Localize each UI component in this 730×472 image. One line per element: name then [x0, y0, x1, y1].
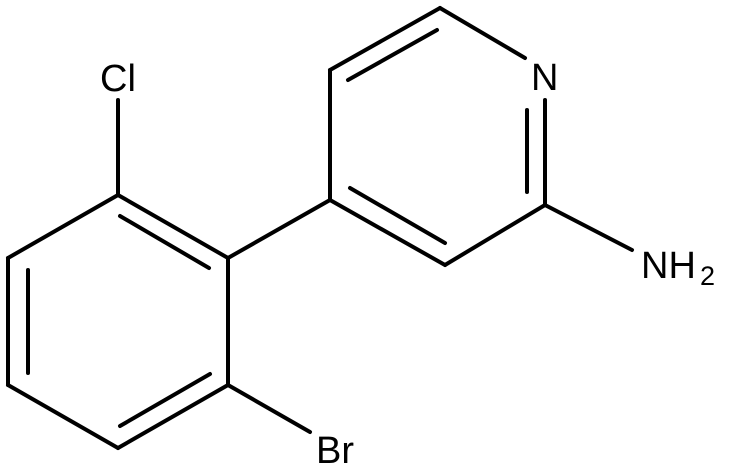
ring-nitrogen-label: N [531, 57, 558, 99]
bond-c5-c6 [116, 383, 230, 450]
bromine-label: Br [316, 430, 354, 472]
bond-c-br [226, 383, 312, 434]
bond-c4-c2 [443, 203, 547, 267]
bond-c4-c5 [6, 383, 120, 450]
bond-c1-c2-inner [118, 214, 211, 270]
amine-label: NH [641, 245, 696, 287]
bond-biaryl [226, 198, 332, 260]
bond-c3-c4-inner [348, 186, 447, 245]
bond-c6-c5 [328, 6, 442, 72]
bond-n-c6 [438, 6, 527, 60]
benzene-ring [6, 193, 230, 450]
bond-c3-c4 [328, 198, 447, 267]
chlorine-label: Cl [100, 58, 136, 100]
bond-c2-c3 [6, 193, 120, 260]
pyridine-ring [328, 6, 547, 267]
bond-c1-c2 [116, 193, 230, 260]
amine-subscript: 2 [700, 261, 715, 291]
bond-c6-c5-inner [346, 28, 439, 82]
bond-c5-c6-inner [118, 372, 212, 428]
bond-c2-nh2 [543, 203, 634, 252]
